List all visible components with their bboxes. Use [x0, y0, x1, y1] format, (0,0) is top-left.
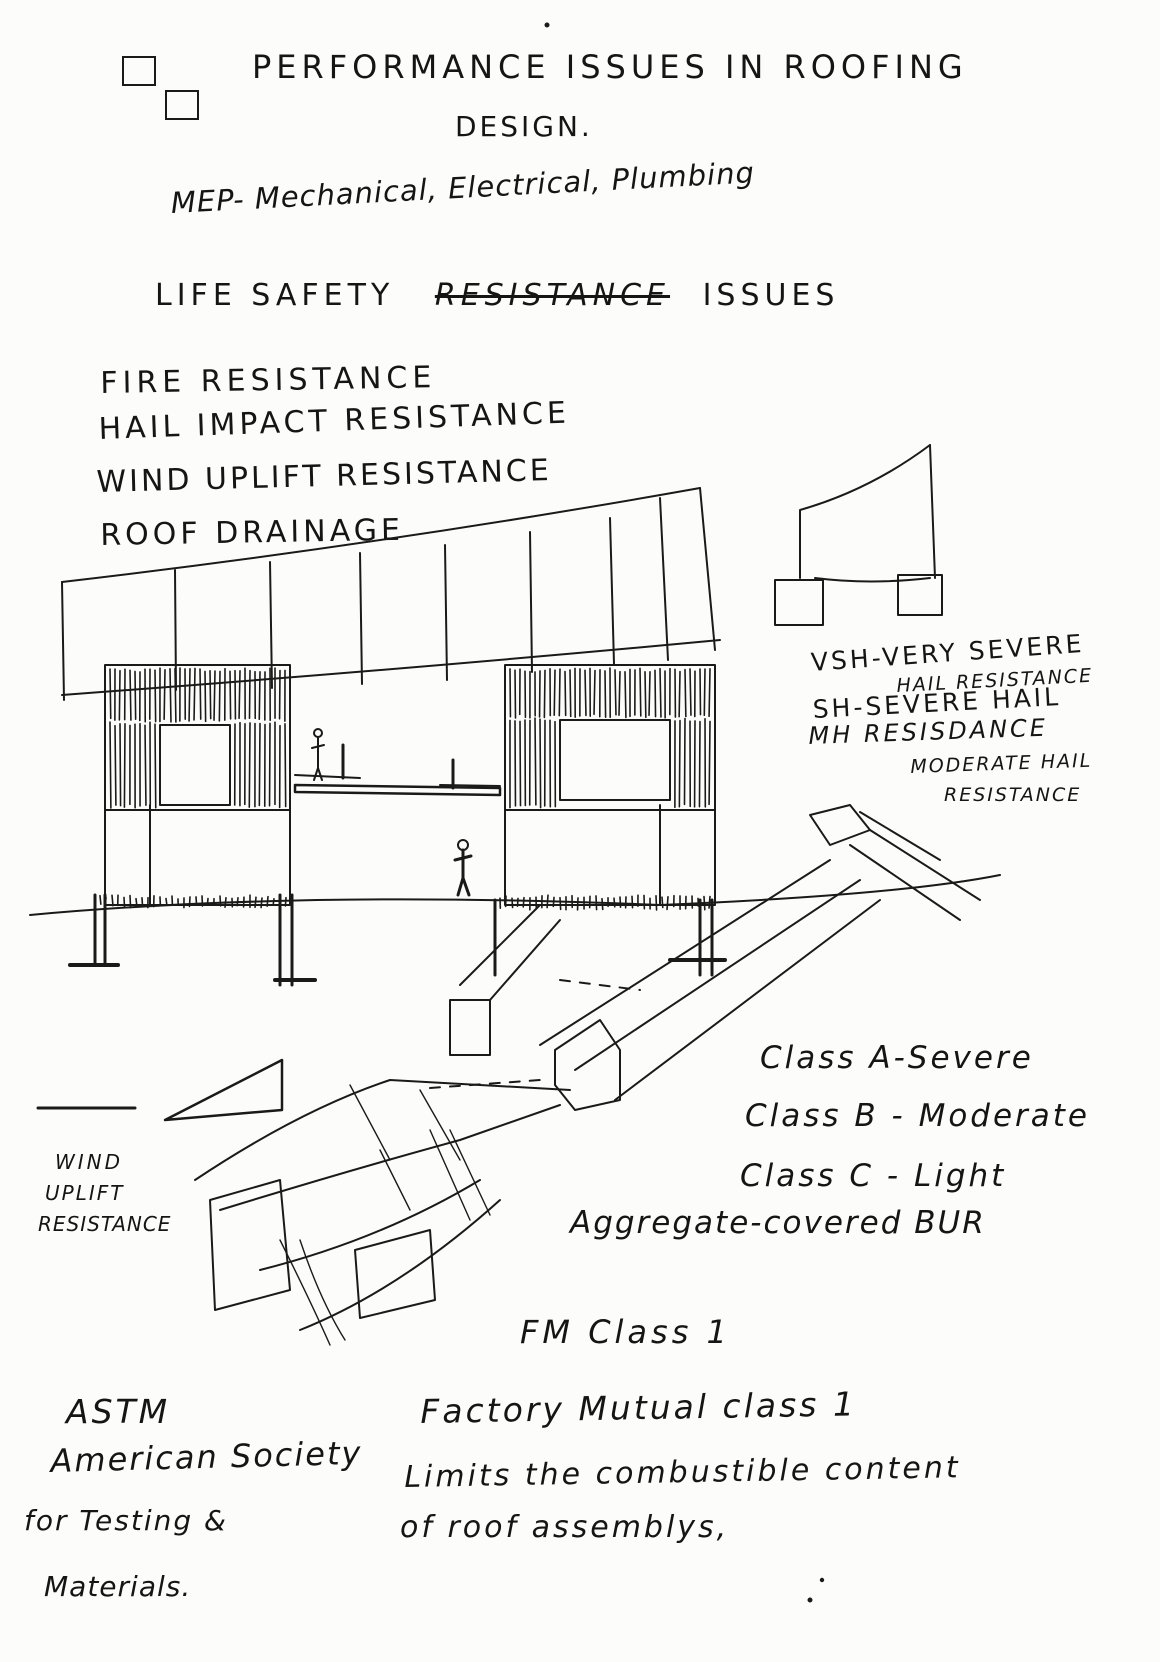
dot-3 — [821, 1579, 823, 1581]
dashed-line-2 — [560, 980, 640, 990]
lower-roof-shape — [195, 1080, 570, 1345]
person-figure-2 — [455, 840, 471, 895]
roof-curve-top — [62, 488, 700, 582]
dot-2 — [809, 1599, 812, 1602]
small-roof-detail — [775, 445, 942, 625]
left-building-hatch — [100, 668, 286, 908]
roof-left-edge — [62, 582, 64, 700]
right-building-hatch — [500, 668, 710, 910]
left-building — [70, 665, 315, 985]
ground-line — [30, 875, 1000, 915]
dot-1 — [546, 24, 549, 27]
person-figure-1 — [312, 729, 324, 780]
roof-right-edge — [700, 488, 715, 650]
bridge-deck — [295, 785, 500, 795]
roof-grid-lines — [175, 498, 668, 690]
wind-triangle — [165, 1060, 282, 1120]
